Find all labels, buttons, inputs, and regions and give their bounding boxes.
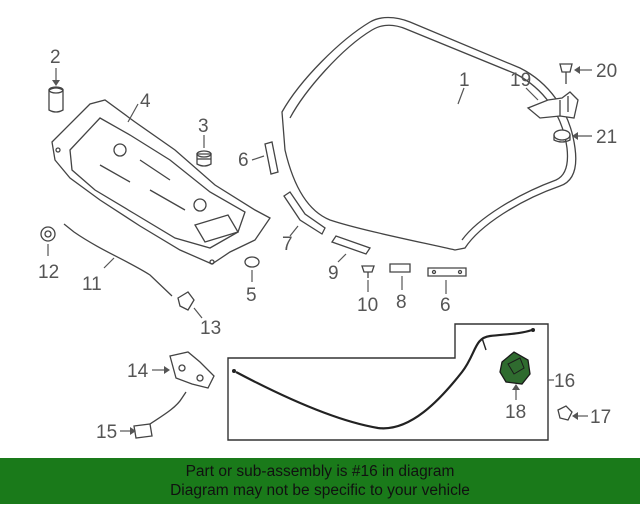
- support-rod-part-11[interactable]: [63, 223, 173, 297]
- callout-11: 11: [82, 274, 102, 295]
- subassembly-16-box[interactable]: [227, 323, 549, 441]
- clip-part-17[interactable]: [557, 405, 573, 421]
- callout-20: 20: [596, 61, 617, 82]
- callout-12: 12: [38, 262, 59, 283]
- release-handle-part-18[interactable]: [499, 351, 531, 385]
- callout-14: 14: [127, 361, 149, 382]
- callout-19: 19: [510, 70, 531, 91]
- callout-16: 16: [554, 371, 575, 392]
- info-banner: Part or sub-assembly is #16 in diagram D…: [0, 458, 640, 504]
- clip-part-13[interactable]: [177, 291, 195, 311]
- bolt-part-10[interactable]: [361, 265, 375, 278]
- clip-part-3[interactable]: [196, 150, 212, 167]
- callout-2: 2: [50, 47, 61, 68]
- cable-part-15[interactable]: [133, 391, 187, 439]
- callout-8: 8: [396, 292, 407, 313]
- banner-line-2: Diagram may not be specific to your vehi…: [170, 482, 470, 499]
- callout-9: 9: [328, 263, 339, 284]
- callout-1: 1: [459, 70, 470, 91]
- callout-6-lower: 6: [440, 295, 451, 316]
- bolt-part-20[interactable]: [559, 63, 573, 84]
- callout-10: 10: [357, 295, 378, 316]
- callout-18: 18: [505, 402, 526, 423]
- seal-part-6-lower[interactable]: [427, 267, 467, 277]
- latch-part-14[interactable]: [169, 351, 215, 389]
- callout-17: 17: [590, 407, 611, 428]
- seal-part-9[interactable]: [330, 235, 372, 255]
- callout-4: 4: [140, 91, 151, 112]
- callout-3: 3: [198, 116, 209, 137]
- seal-part-7[interactable]: [283, 191, 326, 235]
- bumper-part-21[interactable]: [553, 129, 571, 143]
- grommet-part-5[interactable]: [244, 256, 260, 268]
- seal-part-6-upper[interactable]: [264, 141, 279, 175]
- hood-panel[interactable]: [281, 16, 577, 251]
- callout-5: 5: [246, 285, 257, 306]
- callout-15: 15: [96, 422, 117, 443]
- clip-part-2[interactable]: [48, 86, 64, 113]
- hinge-part-19[interactable]: [526, 91, 579, 119]
- pad-part-8[interactable]: [389, 263, 411, 273]
- callout-7: 7: [282, 234, 293, 255]
- callout-21: 21: [596, 127, 617, 148]
- nut-part-12[interactable]: [40, 226, 56, 242]
- hood-insulator[interactable]: [51, 99, 271, 265]
- callout-13: 13: [200, 318, 221, 339]
- banner-line-1: Part or sub-assembly is #16 in diagram: [185, 463, 455, 480]
- callout-6-upper: 6: [238, 150, 249, 171]
